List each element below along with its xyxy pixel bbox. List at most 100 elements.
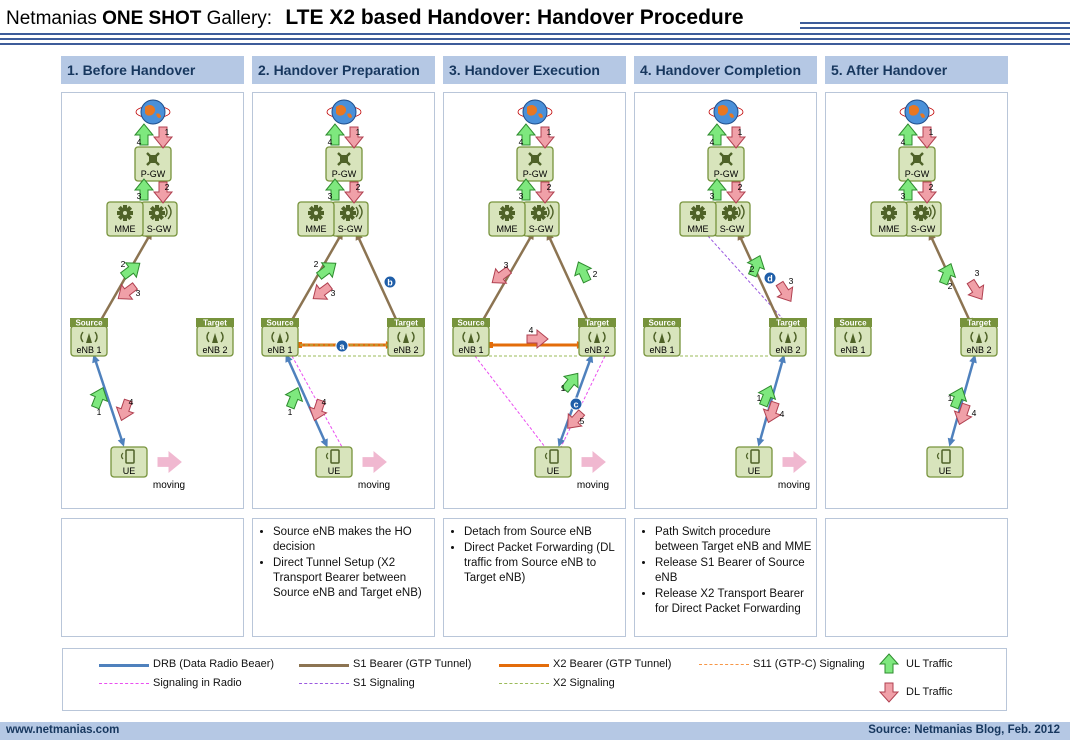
router-icon	[910, 152, 924, 166]
series-name: ONE SHOT	[102, 8, 202, 29]
router-icon	[146, 152, 160, 166]
globe-land-icon	[920, 113, 925, 118]
step-header-handover-preparation: 2. Handover Preparation	[252, 56, 435, 84]
antenna-icon	[976, 333, 982, 343]
traffic-step-number: 2	[165, 182, 170, 192]
antenna-icon	[468, 333, 474, 343]
drb-line-head	[756, 437, 765, 447]
ul-arrow-icon	[324, 178, 346, 201]
legend-line-drb	[99, 664, 149, 667]
gear-tooth	[155, 205, 159, 210]
router-core	[913, 155, 921, 163]
enb1-label: eNB 1	[840, 345, 865, 355]
enb2-tag-bg	[769, 318, 807, 327]
gear-tooth	[696, 216, 700, 221]
sgw-label: S-GW	[147, 224, 172, 234]
mme-gear-icon	[690, 205, 706, 221]
gear-hole	[728, 211, 732, 215]
legend-line-s1-signaling	[299, 683, 349, 684]
antenna-icon	[850, 333, 856, 343]
gear-tooth	[346, 205, 350, 210]
traffic-step-number: 4	[710, 137, 715, 147]
router-icon	[337, 152, 351, 166]
traffic-step-number: 5	[580, 416, 585, 426]
mme-gear-icon	[308, 205, 324, 221]
traffic-step-number: 3	[504, 260, 509, 270]
enb2-tag: Target	[394, 319, 418, 328]
dl-arrow-icon	[567, 409, 586, 429]
ue-label: UE	[939, 466, 952, 476]
enb2-label: eNB 2	[393, 345, 418, 355]
gear-tooth	[123, 205, 127, 210]
traffic-step-number: 1	[757, 393, 762, 403]
traffic-step-number: 4	[129, 397, 134, 407]
ul-arrow-icon	[515, 123, 537, 146]
dl-arrow-icon	[878, 682, 900, 703]
antenna-waves-icon	[588, 331, 606, 343]
phone-signal-icon	[544, 452, 548, 460]
traffic-step-number: 3	[789, 276, 794, 286]
note-item: Source eNB makes the HO decision	[273, 525, 434, 555]
ul-arrow-icon	[937, 262, 957, 286]
drb-line	[758, 359, 784, 442]
ue-box	[735, 446, 773, 478]
gear-hole	[919, 211, 923, 215]
mme-label: MME	[115, 224, 136, 234]
footer-website: www.netmanias.com	[6, 724, 120, 736]
ul-arrow-icon	[560, 372, 579, 394]
s1-bearer-line	[480, 235, 533, 323]
dl-arrow-icon	[725, 126, 747, 149]
drb-line	[94, 359, 124, 442]
legend-label-s1-signaling: S1 Signaling	[353, 677, 415, 689]
gear-tooth	[537, 205, 541, 210]
enb2-tag-bg	[960, 318, 998, 327]
legend-line-x2-signaling	[499, 683, 549, 684]
antenna-waves-icon	[844, 331, 862, 343]
series-suffix: Gallery:	[206, 8, 273, 29]
dl-arrow-icon	[343, 181, 365, 204]
dl-arrow-icon	[115, 398, 135, 422]
drb-line-head	[778, 354, 786, 364]
dl-arrow-icon	[534, 126, 556, 149]
phone-icon	[125, 449, 135, 464]
ue-box	[926, 446, 964, 478]
phone-signal-icon	[120, 452, 124, 460]
gear-tooth	[346, 216, 350, 221]
dl-arrow-icon	[916, 126, 938, 149]
step-header-handover-completion: 4. Handover Completion	[634, 56, 817, 84]
enb2-tag-bg	[196, 318, 234, 327]
gear-tooth	[728, 216, 732, 221]
pgw-box	[325, 146, 363, 182]
legend-label-drb: DRB (Data Radio Beaer)	[153, 658, 275, 670]
enb2-tag-bg	[578, 318, 616, 327]
page-footer: www.netmanias.com Source: Netmanias Blog…	[0, 722, 1070, 740]
notes-panel-step-3: Detach from Source eNB Direct Packet For…	[443, 518, 626, 637]
traffic-step-number: 2	[547, 182, 552, 192]
antenna-icon	[785, 333, 791, 343]
sgw-gear-icon	[722, 205, 738, 221]
signal-waves-icon	[355, 204, 363, 220]
antenna-waves-icon	[397, 331, 415, 343]
step-marker-label: b	[387, 278, 393, 288]
traffic-step-number: 4	[137, 137, 142, 147]
traffic-step-number: 3	[901, 191, 906, 201]
traffic-step-number: 3	[137, 191, 142, 201]
dl-arrow-icon	[117, 282, 139, 300]
traffic-step-number: 4	[519, 137, 524, 147]
enb1-label: eNB 1	[76, 345, 101, 355]
legend-label-x2-bearer: X2 Bearer (GTP Tunnel)	[553, 658, 672, 670]
dl-arrow-icon	[534, 181, 556, 204]
drb-line-head	[557, 438, 565, 447]
dl-arrow-icon	[916, 181, 938, 204]
sgw-gear-icon	[913, 205, 929, 221]
dl-arrow-icon	[725, 181, 747, 204]
note-item: Direct Tunnel Setup (X2 Transport Bearer…	[273, 556, 434, 601]
ul-arrow-icon	[119, 262, 141, 280]
brand-name: Netmanias	[6, 8, 97, 29]
signal-waves-icon	[546, 204, 554, 220]
s1-bearer-line	[98, 235, 151, 323]
note-item: Path Switch procedure between Target eNB…	[655, 525, 816, 555]
gear-tooth	[155, 216, 159, 221]
enb1-tag-bg	[643, 318, 681, 327]
ul-arrow-icon	[315, 262, 337, 280]
